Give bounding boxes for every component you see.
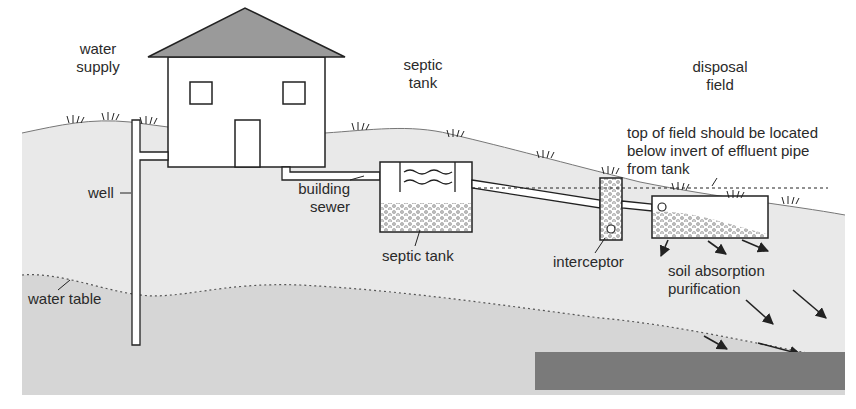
building-sewer-pipe (282, 167, 380, 180)
grass-tuft (140, 116, 157, 124)
part-label: septic tank (388, 56, 458, 92)
part-label: building sewer (282, 180, 350, 216)
grass-tuft (102, 112, 119, 120)
grass-tuft (672, 182, 689, 190)
grass-tuft (352, 122, 369, 130)
disposal-field-bed (652, 196, 768, 238)
part-label: water supply (62, 40, 134, 76)
tank-sludge (381, 203, 471, 231)
house-roof (148, 8, 345, 57)
tank-water (404, 170, 452, 184)
part-label: well (88, 184, 124, 202)
field-pipe (622, 201, 652, 211)
grass-tuft (727, 190, 744, 198)
flow-arrows (661, 240, 826, 354)
septic-tank-body (380, 162, 472, 232)
grass-tuft (447, 129, 464, 137)
note-text: top of field should be located below inv… (627, 124, 827, 178)
grass-tuft (537, 150, 554, 158)
well-pipe (132, 120, 168, 345)
grass-tuft (782, 196, 799, 204)
field-gravel (653, 212, 767, 237)
interceptor-body (600, 178, 622, 240)
door (235, 120, 260, 167)
invert-level-line (472, 188, 828, 189)
tank-access (400, 162, 455, 192)
part-label: septic tank (382, 247, 482, 265)
part-label: disposal field (680, 58, 760, 94)
effluent-pipe (472, 180, 600, 208)
house-wall (168, 57, 325, 167)
window (283, 82, 305, 104)
grass-tuft (602, 166, 619, 174)
leader-lines (58, 176, 717, 290)
part-label: soil absorption purification (668, 262, 788, 298)
part-label: interceptor (553, 253, 643, 271)
interceptor-outlet (607, 225, 615, 233)
field-pipe-end (658, 203, 666, 211)
part-label: water table (28, 290, 128, 308)
redaction-box (535, 352, 845, 390)
grass-tuft (67, 115, 84, 123)
window (190, 82, 212, 104)
